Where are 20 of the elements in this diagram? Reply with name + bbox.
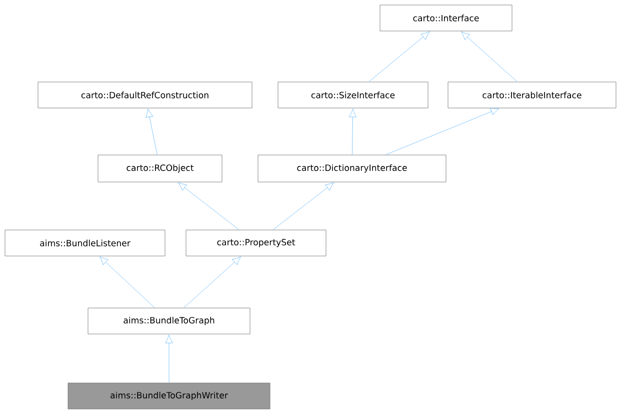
class-box: carto::Interface	[380, 4, 512, 32]
class-box: aims::BundleToGraphWriter	[68, 382, 270, 410]
class-box: carto::DefaultRefConstruction	[38, 82, 252, 108]
class-box: carto::DictionaryInterface	[258, 154, 446, 182]
class-box: carto::RCObject	[98, 154, 222, 182]
inheritance-arrow	[461, 31, 518, 82]
class-box: carto::IterableInterface	[448, 82, 616, 108]
class-box: carto::SizeInterface	[278, 82, 428, 108]
inheritance-arrow	[184, 256, 241, 308]
inheritance-arrow	[348, 108, 357, 155]
class-box: aims::BundleListener	[4, 230, 166, 256]
inheritance-arrow	[385, 108, 500, 155]
class-box: carto::PropertySet	[186, 230, 326, 256]
inheritance-arrow	[100, 256, 155, 308]
inheritance-arrow	[165, 334, 173, 383]
inheritance-arrow	[146, 108, 158, 155]
inheritance-arrow	[368, 31, 430, 82]
inheritance-arrow	[178, 182, 240, 230]
class-box: aims::BundleToGraph	[88, 308, 250, 334]
inheritance-arrow	[272, 182, 334, 230]
